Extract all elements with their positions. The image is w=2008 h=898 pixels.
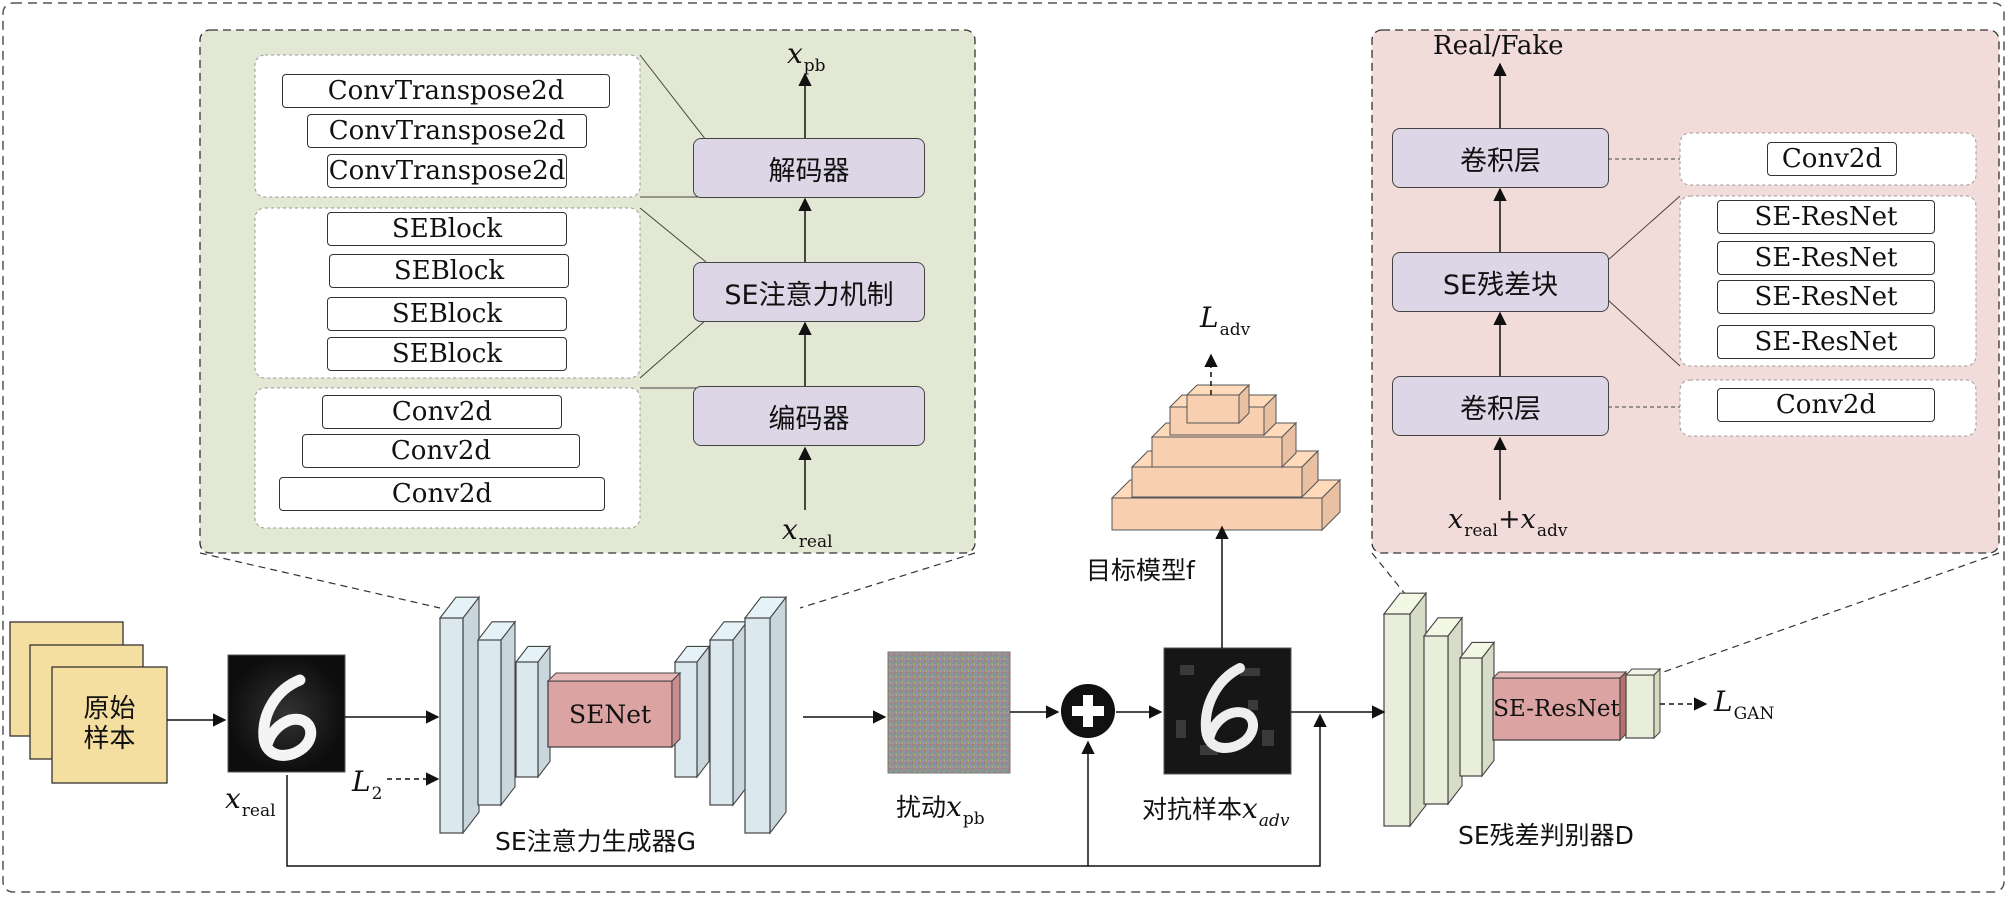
se-layer-3: SEBlock: [327, 297, 567, 331]
discriminator-output-label: Real/Fake: [1433, 31, 1564, 61]
main-flow-arrows: [167, 353, 1708, 867]
discriminator-connectors: [1607, 158, 1681, 408]
perturbation-image: [887, 651, 1011, 774]
se-resnet-label: SE-ResNet: [1493, 696, 1620, 722]
discriminator-input-var: xreal+xadv: [1448, 504, 1568, 541]
source-sample-stack: [9, 621, 168, 784]
encoder-layer-3: Conv2d: [279, 477, 605, 511]
disc-output-layer: [1625, 674, 1655, 739]
gen-encoder-slab-3: [514, 644, 552, 779]
disc-slab-3: [1458, 640, 1496, 778]
se-layer-group: [254, 207, 641, 379]
decoder-layer-1: ConvTranspose2d: [282, 74, 610, 108]
adversarial-caption: 对抗样本xadv: [1142, 792, 1290, 831]
senet-block-top: [546, 672, 682, 682]
se-resnet-block: [1492, 677, 1621, 741]
se-res-block: SE残差块: [1392, 252, 1609, 312]
disc-slab-1: [1382, 591, 1428, 828]
real-sample-var: xreal: [225, 782, 276, 821]
encoder-layer-1: Conv2d: [322, 395, 562, 429]
gan-loss-var: LGAN: [1714, 685, 1775, 724]
gen-decoder-slab-3: [743, 595, 788, 835]
res-layer-4: SE-ResNet: [1717, 325, 1935, 359]
pyramid-level-5: [1185, 383, 1251, 425]
gen-encoder-slab-2: [476, 620, 517, 807]
generator-input-var: xreal: [782, 513, 833, 552]
encoder-layer-2: Conv2d: [302, 434, 580, 468]
gen-encoder-slab-1: [438, 595, 481, 835]
target-model-label: 目标模型f: [1086, 556, 1195, 585]
se-layer-4: SEBlock: [327, 337, 567, 371]
target-model-pyramid: [1110, 383, 1342, 532]
digit-six-stroke: [258, 674, 317, 761]
adversarial-noise: [1176, 665, 1274, 755]
generator-caption: SE注意力生成器G: [495, 827, 697, 856]
res-layer-1: SE-ResNet: [1717, 200, 1935, 234]
l2-loss-var: L2: [352, 765, 383, 804]
se-attention-block: SE注意力机制: [693, 262, 925, 322]
encoder-block: 编码器: [693, 386, 925, 446]
discriminator-layer-stack: [1382, 591, 1496, 828]
generator-layer-stack: [438, 595, 788, 835]
conv-top-layer-1: Conv2d: [1767, 142, 1897, 176]
conv-bottom-layer-1: Conv2d: [1717, 388, 1935, 422]
conv-top-block: 卷积层: [1392, 128, 1609, 188]
decoder-layer-3: ConvTranspose2d: [327, 154, 567, 188]
adversarial-loss-var: Ladv: [1200, 301, 1251, 340]
res-layer-2: SE-ResNet: [1717, 241, 1935, 275]
generator-output-var: xpb: [787, 37, 826, 76]
conv-bottom-block: 卷积层: [1392, 376, 1609, 436]
res-layer-3: SE-ResNet: [1717, 280, 1935, 314]
senet-block-side: [671, 671, 681, 749]
decoder-block: 解码器: [693, 138, 925, 198]
generator-connectors: [639, 54, 707, 389]
senet-label: SENet: [568, 699, 652, 729]
se-layer-2: SEBlock: [329, 254, 569, 288]
decoder-layer-2: ConvTranspose2d: [307, 114, 587, 148]
se-layer-1: SEBlock: [327, 212, 567, 246]
source-sample-label: 原始 样本: [83, 694, 136, 754]
perturbation-caption: 扰动xpb: [896, 790, 985, 829]
discriminator-caption: SE残差判别器D: [1458, 821, 1634, 850]
adv-digit-six-stroke: [1200, 663, 1258, 753]
disc-slab-2: [1422, 616, 1464, 806]
gen-decoder-slab-2: [708, 620, 749, 807]
